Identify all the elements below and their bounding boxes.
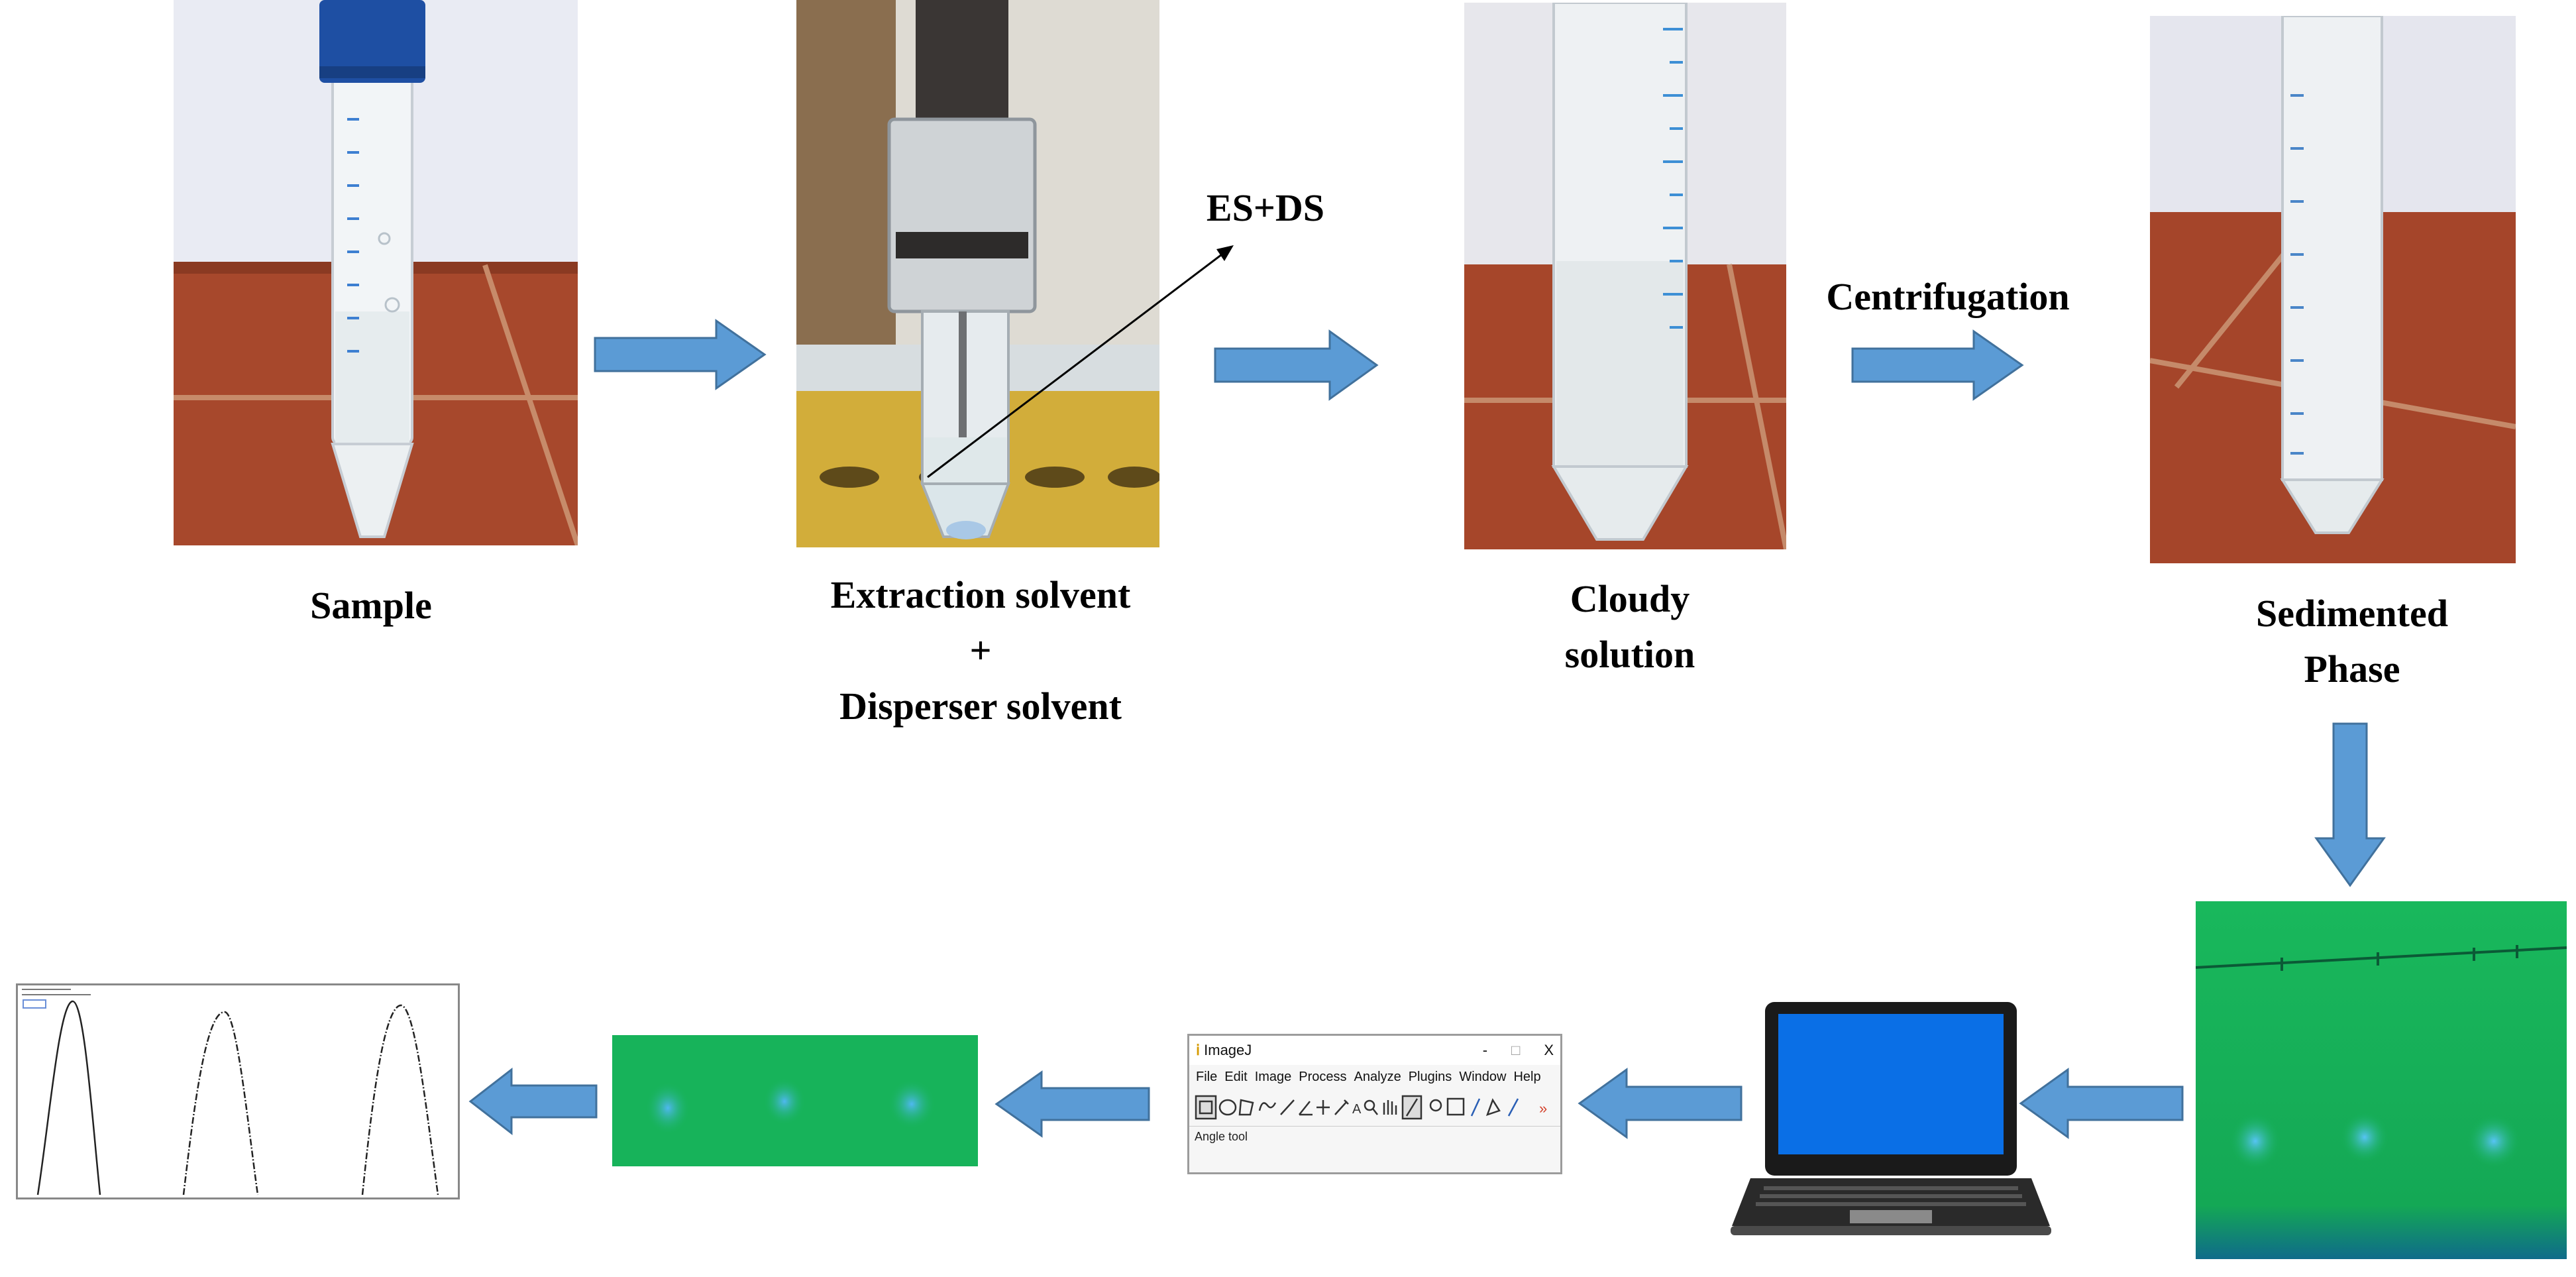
laptop-icon bbox=[1731, 1001, 2051, 1238]
sedimented-phase-photo bbox=[2150, 16, 2516, 563]
cloudy-label: Cloudy solution bbox=[1491, 571, 1769, 683]
peak-2 bbox=[182, 1011, 259, 1195]
extraction-label: Extraction solvent + Disperser solvent bbox=[782, 567, 1179, 734]
extraction-label-line3: Disperser solvent bbox=[839, 685, 1122, 728]
tlc-plate-photo bbox=[2196, 901, 2567, 1259]
imagej-titlebar: ⅰ ImageJ - □ X bbox=[1189, 1036, 1560, 1065]
menu-edit[interactable]: Edit bbox=[1224, 1069, 1248, 1084]
polygon-tool-icon[interactable] bbox=[1238, 1099, 1254, 1116]
close-button[interactable]: X bbox=[1544, 1042, 1554, 1058]
hand-tool-icon[interactable] bbox=[1383, 1100, 1397, 1115]
tlc-strip-photo bbox=[612, 1035, 978, 1166]
freehand-tool-icon[interactable] bbox=[1258, 1102, 1277, 1111]
maximize-button[interactable]: □ bbox=[1511, 1042, 1521, 1058]
point-tool-icon[interactable] bbox=[1316, 1100, 1330, 1115]
menu-analyze[interactable]: Analyze bbox=[1354, 1069, 1401, 1084]
cloudy-solution-photo bbox=[1464, 3, 1786, 549]
brush-tool-icon[interactable] bbox=[1470, 1098, 1481, 1117]
pencil-tool-icon[interactable] bbox=[1507, 1098, 1519, 1117]
arrow-down bbox=[2314, 722, 2387, 888]
peak-profile-plot bbox=[16, 983, 460, 1199]
menu-window[interactable]: Window bbox=[1459, 1069, 1507, 1084]
oval-tool-icon[interactable] bbox=[1218, 1099, 1237, 1116]
sedimented-label-line1: Sedimented bbox=[2256, 592, 2448, 635]
menu-file[interactable]: File bbox=[1196, 1069, 1218, 1084]
arrow-left-4 bbox=[468, 1067, 598, 1136]
imagej-logo-icon: ⅰ bbox=[1196, 1042, 1201, 1058]
wand-tool-icon[interactable] bbox=[1334, 1099, 1349, 1115]
imagej-status: Angle tool bbox=[1189, 1126, 1560, 1146]
sedimented-label-line2: Phase bbox=[2304, 647, 2400, 691]
cloudy-label-line1: Cloudy bbox=[1570, 577, 1690, 620]
menu-image[interactable]: Image bbox=[1254, 1069, 1292, 1084]
cloudy-label-line2: solution bbox=[1564, 633, 1695, 676]
extraction-label-line1: Extraction solvent bbox=[830, 573, 1131, 616]
sedimented-label: Sedimented Phase bbox=[2206, 586, 2498, 697]
rectangle-tool-icon[interactable] bbox=[1195, 1095, 1217, 1120]
flood-fill-tool-icon[interactable] bbox=[1485, 1098, 1501, 1117]
menu-plugins[interactable]: Plugins bbox=[1408, 1069, 1452, 1084]
magnifier-tool-icon[interactable] bbox=[1364, 1099, 1375, 1111]
centrifugation-label: Centrifugation bbox=[1826, 275, 2070, 318]
text-tool-icon[interactable]: A bbox=[1352, 1102, 1362, 1117]
sample-photo bbox=[174, 0, 578, 545]
custom-tool-2-icon[interactable] bbox=[1446, 1097, 1465, 1116]
menu-help[interactable]: Help bbox=[1513, 1069, 1541, 1084]
imagej-window: ⅰ ImageJ - □ X File Edit Image Process A… bbox=[1187, 1034, 1562, 1174]
arrow-right-3 bbox=[1851, 329, 2025, 402]
es-ds-annotation: ES+DS bbox=[1206, 186, 1325, 229]
arrow-left-1 bbox=[2018, 1067, 2184, 1140]
imagej-title: ImageJ bbox=[1204, 1042, 1252, 1058]
arrow-right-1 bbox=[594, 318, 767, 391]
arrow-left-2 bbox=[1577, 1067, 1743, 1140]
more-tools-icon[interactable]: » bbox=[1539, 1100, 1547, 1117]
custom-tool-1-icon[interactable] bbox=[1429, 1099, 1442, 1112]
imagej-toolbar: A » bbox=[1189, 1089, 1560, 1126]
minimize-button[interactable]: - bbox=[1482, 1042, 1488, 1058]
menu-process[interactable]: Process bbox=[1299, 1069, 1347, 1084]
peak-1 bbox=[36, 1000, 101, 1195]
arrow-right-2 bbox=[1214, 329, 1379, 402]
extraction-label-line2: + bbox=[969, 629, 992, 672]
imagej-menubar: File Edit Image Process Analyze Plugins … bbox=[1189, 1065, 1560, 1089]
extraction-photo bbox=[796, 0, 1159, 547]
arrow-left-3 bbox=[994, 1070, 1150, 1138]
angle-tool-icon[interactable] bbox=[1299, 1101, 1313, 1116]
peak-3 bbox=[361, 1004, 439, 1195]
sample-label: Sample bbox=[310, 584, 432, 627]
line-tool-icon[interactable] bbox=[1280, 1099, 1295, 1115]
annotation-pointer bbox=[921, 239, 1239, 484]
